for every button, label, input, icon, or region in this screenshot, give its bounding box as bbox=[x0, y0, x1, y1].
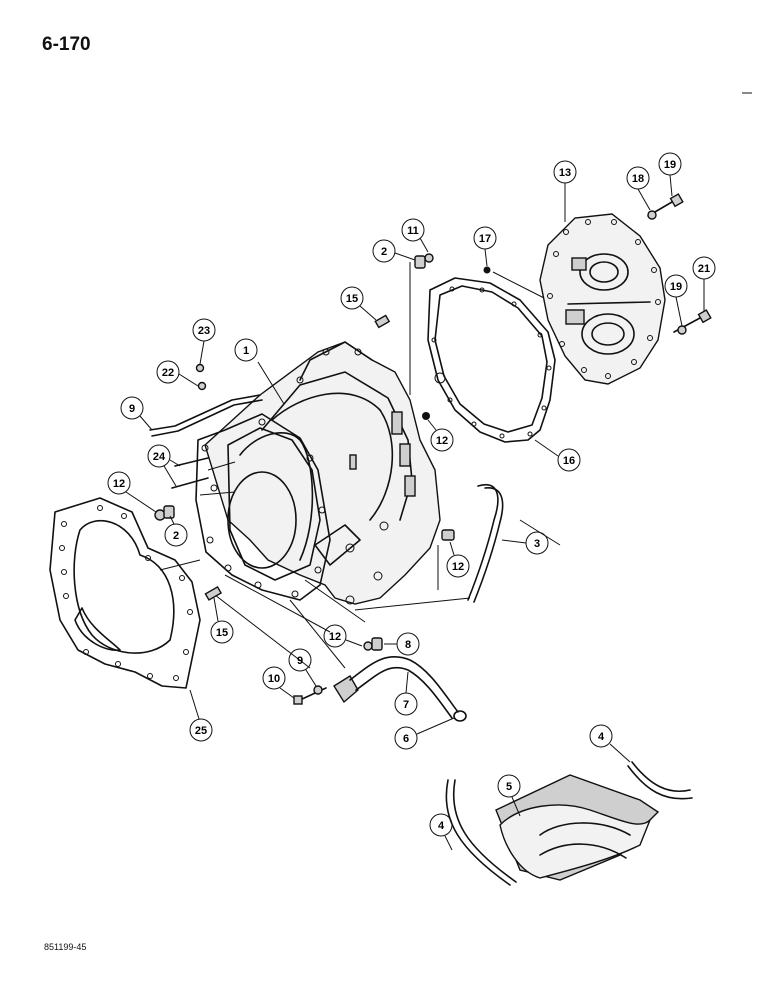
svg-text:7: 7 bbox=[403, 699, 409, 711]
svg-text:18: 18 bbox=[632, 173, 644, 185]
callout-9: 9 bbox=[288, 648, 317, 687]
svg-text:8: 8 bbox=[405, 639, 411, 651]
svg-text:21: 21 bbox=[698, 263, 710, 275]
svg-text:23: 23 bbox=[198, 325, 210, 337]
callout-2-top: 2 bbox=[372, 239, 416, 263]
page-number: 6-170 bbox=[42, 34, 91, 55]
callout-2-left: 2 bbox=[164, 515, 188, 547]
callout-8: 8 bbox=[384, 632, 420, 656]
svg-text:4: 4 bbox=[598, 731, 605, 743]
figure-reference-code: 851199-45 bbox=[44, 942, 87, 952]
callout-25: 25 bbox=[189, 689, 213, 742]
svg-text:22: 22 bbox=[162, 367, 174, 379]
callout-1: 1 bbox=[234, 338, 258, 362]
transmission-housing bbox=[195, 341, 441, 605]
svg-text:12: 12 bbox=[329, 631, 341, 643]
callout-15-top: 15 bbox=[340, 286, 377, 321]
rear-cover bbox=[539, 213, 666, 385]
svg-text:15: 15 bbox=[346, 293, 358, 305]
svg-text:25: 25 bbox=[195, 725, 207, 737]
rear-gasket bbox=[427, 277, 556, 443]
callout-15-lower: 15 bbox=[210, 597, 234, 644]
svg-text:12: 12 bbox=[436, 435, 448, 447]
callout-12-left: 12 bbox=[107, 471, 157, 513]
svg-text:4: 4 bbox=[438, 820, 445, 832]
svg-text:15: 15 bbox=[216, 627, 228, 639]
callout-22: 22 bbox=[156, 360, 199, 387]
svg-text:12: 12 bbox=[113, 478, 125, 490]
callout-23: 23 bbox=[192, 318, 216, 365]
callout-19-lower: 19 bbox=[664, 274, 688, 327]
callout-7: 7 bbox=[394, 671, 418, 716]
leader-lines bbox=[159, 262, 561, 669]
svg-text:24: 24 bbox=[153, 451, 166, 463]
svg-text:10: 10 bbox=[268, 673, 280, 685]
svg-text:3: 3 bbox=[534, 538, 540, 550]
callout-13: 12 bbox=[427, 419, 454, 452]
callout-3: 3 bbox=[501, 531, 549, 555]
callout-4-left: 4 bbox=[429, 813, 453, 851]
callout-14: 12 bbox=[446, 541, 470, 578]
svg-text:6: 6 bbox=[403, 733, 409, 745]
callout-19-top: 18 bbox=[626, 166, 651, 211]
svg-text:9: 9 bbox=[297, 655, 303, 667]
svg-text:12: 12 bbox=[452, 561, 464, 573]
callout-11: 9 bbox=[120, 396, 153, 431]
svg-text:5: 5 bbox=[506, 781, 512, 793]
svg-text:11: 11 bbox=[407, 225, 419, 237]
front-gasket bbox=[49, 497, 201, 689]
svg-text:9: 9 bbox=[129, 403, 135, 415]
callout-5: 5 bbox=[497, 774, 521, 817]
callout-17: 17 bbox=[473, 226, 497, 267]
callout-group: 13 19 18 17 11 2 15 21 19 23 1 22 9 12 1… bbox=[107, 152, 716, 851]
callout-20: 19 bbox=[658, 152, 682, 197]
callout-6: 6 bbox=[394, 717, 455, 750]
callout-24: 24 bbox=[147, 444, 181, 487]
small-hardware bbox=[149, 193, 712, 722]
callout-12-top: 11 bbox=[401, 218, 429, 253]
svg-text:19: 19 bbox=[664, 159, 676, 171]
svg-text:2: 2 bbox=[173, 530, 179, 542]
svg-text:2: 2 bbox=[381, 246, 387, 258]
callout-12-lower: 12 bbox=[323, 624, 363, 648]
callout-10: 10 bbox=[262, 666, 295, 699]
bearing-shells bbox=[445, 761, 693, 886]
svg-text:17: 17 bbox=[479, 233, 491, 245]
svg-text:16: 16 bbox=[563, 455, 575, 467]
svg-text:1: 1 bbox=[243, 345, 249, 357]
callout-4-right: 4 bbox=[589, 724, 631, 763]
callout-16: 13 bbox=[553, 160, 577, 222]
svg-text:19: 19 bbox=[670, 281, 682, 293]
callout-18: 16 bbox=[534, 439, 581, 472]
svg-text:13: 13 bbox=[559, 167, 571, 179]
housing-boss bbox=[349, 454, 357, 470]
callout-21: 21 bbox=[692, 256, 716, 312]
